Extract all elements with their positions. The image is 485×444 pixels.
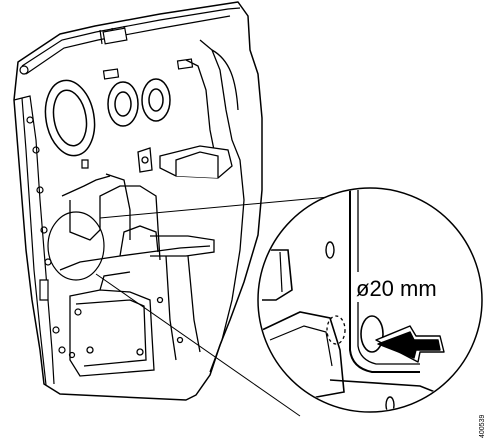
round-holes xyxy=(108,79,170,126)
oval-opening xyxy=(40,76,100,159)
magnified-view xyxy=(258,188,482,420)
right-pillar xyxy=(186,40,244,372)
diameter-label: ø20 mm xyxy=(356,276,437,301)
top-rail xyxy=(22,8,240,74)
hinge-bracket xyxy=(138,146,232,178)
reference-number: 400539 xyxy=(479,415,485,438)
detail-marker xyxy=(48,212,104,280)
lower-recess xyxy=(70,272,183,376)
callout-label-group: ø20 mm xyxy=(352,272,476,302)
central-frame xyxy=(60,174,214,360)
left-flange xyxy=(14,66,81,385)
callout-lines xyxy=(96,196,340,416)
pointer-arrow xyxy=(376,326,444,362)
